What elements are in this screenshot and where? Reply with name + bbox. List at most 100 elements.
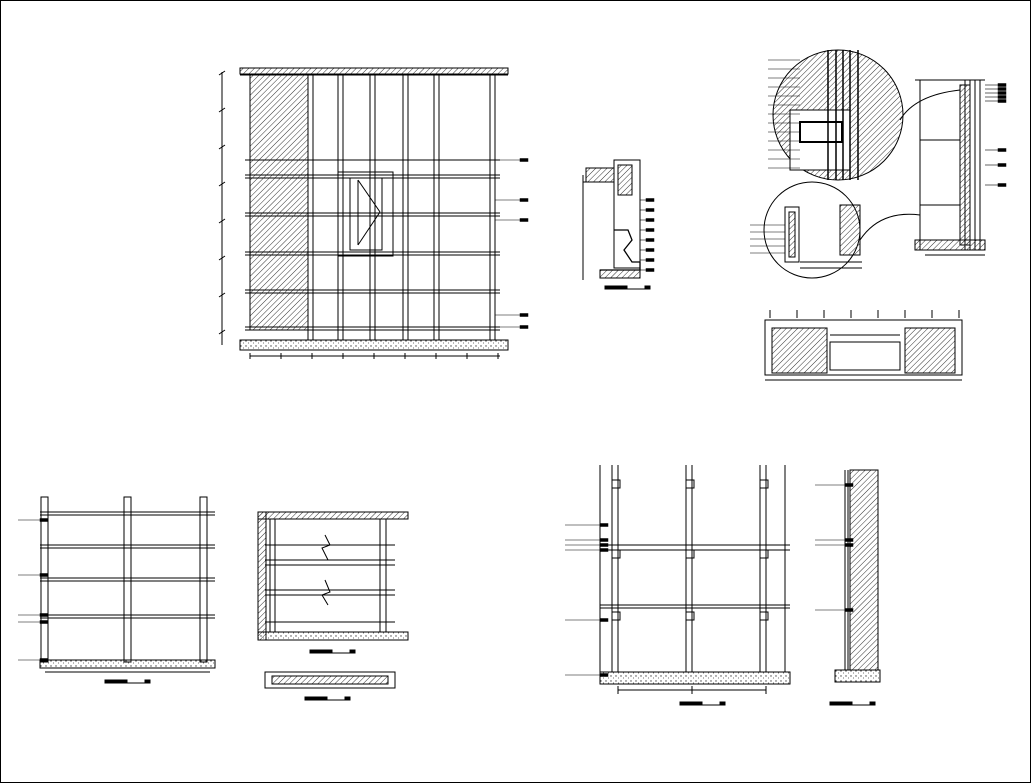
cad-line	[218, 70, 226, 76]
cad-rect	[104, 679, 128, 684]
profile-outline	[600, 229, 641, 271]
cad-line	[357, 211, 381, 246]
cad-rect	[844, 538, 854, 542]
cad-rect	[519, 218, 529, 222]
cad-rect	[599, 543, 609, 547]
cad-rect	[788, 211, 796, 258]
cad-rect	[997, 148, 1007, 152]
hatch-area	[849, 469, 879, 671]
cad-rect	[599, 538, 609, 542]
cad-rect	[519, 198, 529, 202]
ground-hatch	[39, 659, 216, 669]
cad-rect	[685, 479, 695, 489]
elevation-bottom-middle	[257, 511, 409, 701]
cad-rect	[844, 543, 854, 547]
cad-rect	[611, 479, 621, 489]
cad-rect	[997, 183, 1007, 187]
cad-line	[218, 181, 226, 187]
cad-rect	[997, 95, 1007, 99]
cad-rect	[344, 696, 351, 701]
hatch-area	[839, 204, 861, 256]
cad-rect	[645, 198, 655, 202]
cad-rect	[519, 313, 529, 317]
cad-rect	[309, 649, 333, 654]
cad-rect	[123, 496, 132, 663]
hatch-area	[914, 239, 986, 251]
cad-rect	[349, 649, 356, 654]
hatch-area	[257, 511, 409, 520]
cad-rect	[759, 549, 769, 559]
cad-rect	[304, 696, 328, 701]
cad-rect	[997, 163, 1007, 167]
cad-rect	[599, 523, 609, 527]
cad-rect	[645, 228, 655, 232]
cad-rect	[997, 91, 1007, 95]
cad-rect	[199, 496, 208, 663]
cad-rect	[349, 177, 383, 251]
cad-line	[218, 255, 226, 261]
cad-rect	[679, 701, 703, 706]
cad-rect	[829, 701, 853, 706]
wall-section-bottom-right	[815, 469, 881, 706]
cad-line	[357, 179, 381, 213]
cad-rect	[764, 319, 963, 376]
cad-rect	[39, 613, 49, 617]
cad-rect	[604, 285, 628, 290]
cad-rect	[645, 258, 655, 262]
wall-elevation-top-left	[218, 67, 529, 359]
cad-rect	[613, 159, 641, 269]
cad-rect	[784, 206, 800, 263]
ground-hatch	[257, 631, 409, 641]
cad-rect	[645, 218, 655, 222]
cad-rect	[645, 238, 655, 242]
cad-rect	[644, 285, 651, 290]
elevation-bottom-left	[18, 496, 216, 684]
callout-leader	[859, 213, 921, 241]
cad-rect	[685, 611, 695, 621]
cad-rect	[759, 479, 769, 489]
cad-rect	[519, 158, 529, 162]
cad-line	[218, 107, 226, 113]
cad-rect	[144, 679, 151, 684]
cad-rect	[271, 675, 389, 685]
plan-section-detail	[764, 310, 963, 381]
profile-section-detail	[582, 159, 655, 290]
break-mark	[321, 579, 331, 606]
hatch-area	[771, 327, 828, 374]
cad-rect	[759, 611, 769, 621]
ground-hatch	[239, 339, 509, 351]
cad-rect	[519, 325, 529, 329]
cad-rect	[719, 701, 726, 706]
cad-rect	[39, 658, 49, 662]
hatch-area	[239, 67, 509, 75]
cad-rect	[599, 673, 609, 677]
hatch-area	[249, 74, 309, 331]
cad-rect	[337, 171, 394, 257]
cad-rect	[844, 608, 854, 612]
cad-rect	[39, 518, 49, 522]
hatch-area	[599, 269, 641, 279]
cad-rect	[685, 549, 695, 559]
cad-line	[218, 144, 226, 150]
cad-rect	[39, 620, 49, 624]
cad-rect	[869, 701, 876, 706]
cad-rect	[611, 611, 621, 621]
cad-rect	[997, 87, 1007, 91]
cad-rect	[599, 618, 609, 622]
elevation-bottom-right	[565, 465, 791, 706]
cad-rect	[599, 548, 609, 552]
ground-hatch	[599, 671, 791, 685]
cad-rect	[645, 248, 655, 252]
break-mark	[321, 534, 331, 561]
cad-rect	[611, 549, 621, 559]
cad-line	[218, 329, 226, 335]
cad-rect	[645, 268, 655, 272]
cad-rect	[617, 164, 633, 196]
cad-rect	[39, 573, 49, 577]
hatch-area	[585, 167, 615, 183]
cad-rect	[829, 341, 901, 371]
hatch-area	[904, 327, 956, 374]
cad-rect	[645, 208, 655, 212]
cad-rect	[997, 83, 1007, 87]
